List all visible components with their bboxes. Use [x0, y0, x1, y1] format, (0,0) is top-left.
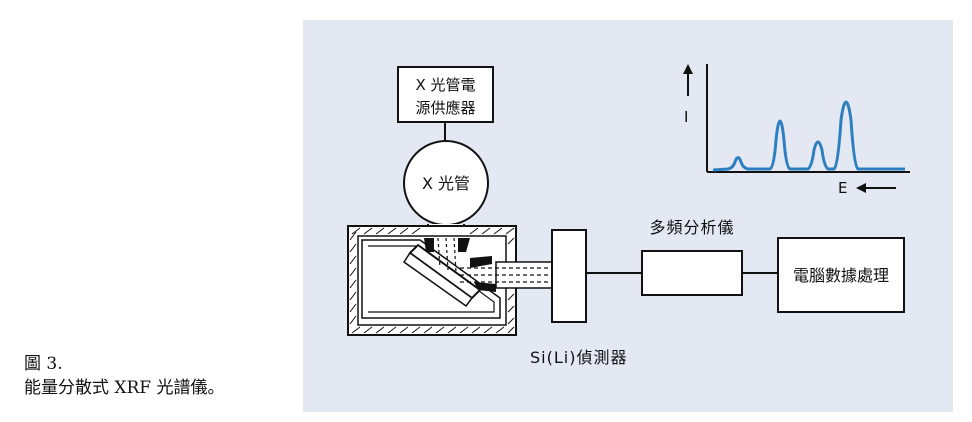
computer-label: 電腦數據處理: [793, 266, 889, 285]
energy-label: E: [838, 179, 847, 197]
figure-number: 圖 3.: [24, 354, 63, 374]
incident-beam: [437, 237, 457, 273]
figure-caption: 圖 3. 能量分散式 XRF 光譜儀。: [24, 352, 225, 400]
spectrum-curve: [712, 100, 905, 172]
sample-plate-base: [402, 251, 474, 308]
energy-arrow-head: [856, 183, 866, 193]
power-supply-label-1: X 光管電: [415, 76, 475, 94]
power-supply-box: [397, 66, 494, 123]
intensity-label: I: [684, 108, 688, 126]
computer-box: [777, 237, 905, 313]
detector-label: Si(Li)偵測器: [530, 348, 627, 367]
intensity-arrow-head: [683, 64, 693, 74]
sample-holder: [361, 239, 501, 319]
sample-holder-inner: [368, 245, 495, 313]
detector-collimator-bottom: [474, 282, 496, 292]
detector-collimator-top: [470, 256, 492, 268]
mca-label: 多頻分析儀: [649, 218, 734, 237]
power-supply-label-2: 源供應器: [415, 99, 475, 117]
detector-box: [551, 229, 587, 323]
chamber-hatching: [349, 227, 515, 334]
mca-box: [641, 250, 743, 296]
tube-collimator-left: [424, 238, 434, 252]
fluorescence-beam: [460, 267, 552, 283]
xray-tube-label: X 光管: [422, 174, 470, 193]
tube-collimator-right: [458, 238, 470, 252]
figure-title: 能量分散式 XRF 光譜儀。: [24, 378, 225, 398]
